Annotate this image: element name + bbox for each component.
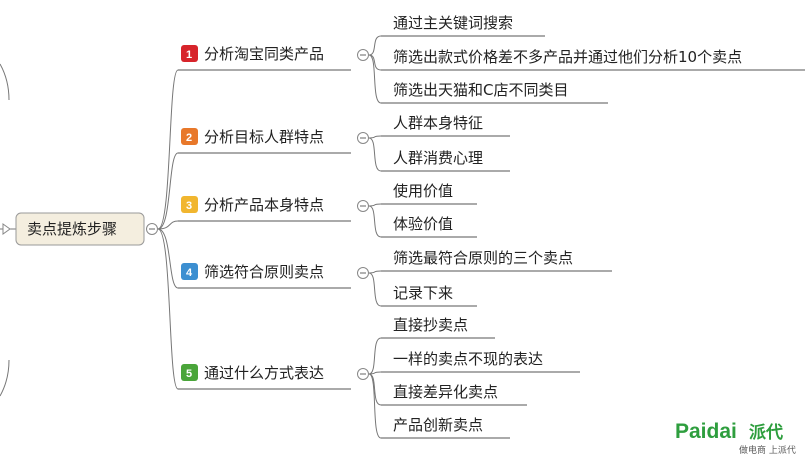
priority-badge-number: 2 <box>186 132 192 144</box>
priority-badge-icon: 2 <box>181 128 198 145</box>
child-node[interactable]: 人群消费心理 <box>393 149 483 167</box>
root-collapse-icon[interactable] <box>146 223 158 235</box>
priority-badge-icon: 3 <box>181 196 198 213</box>
priority-badge-number: 1 <box>186 49 192 61</box>
priority-badge-number: 5 <box>186 368 192 380</box>
branch-connectors <box>157 69 179 390</box>
offscreen-connector-bottom <box>0 359 10 397</box>
child-node[interactable]: 筛选出款式价格差不多产品并通过他们分析10个卖点 <box>393 48 742 66</box>
branch-node[interactable]: 2 分析目标人群特点 <box>178 128 369 154</box>
branch-collapse-icon[interactable] <box>357 368 369 380</box>
paidai-logo: Paidai 派代 做电商 上派代 <box>675 420 796 456</box>
child-node[interactable]: 直接差异化卖点 <box>393 383 498 401</box>
child-node[interactable]: 直接抄卖点 <box>393 316 468 334</box>
child-connector <box>368 373 382 439</box>
child-connector <box>368 54 382 71</box>
child-connector <box>368 35 382 56</box>
branch-collapse-icon[interactable] <box>357 132 369 144</box>
branch-node[interactable]: 3 分析产品本身特点 <box>178 196 369 222</box>
child-connector <box>368 270 382 274</box>
branch-connector <box>157 228 179 289</box>
branch-label: 分析淘宝同类产品 <box>204 45 324 63</box>
child-node[interactable]: 通过主关键词搜索 <box>393 14 513 32</box>
priority-badge-number: 4 <box>186 267 193 279</box>
branch-collapse-icon[interactable] <box>357 49 369 61</box>
child-node[interactable]: 筛选最符合原则的三个卖点 <box>393 249 573 267</box>
branch-node[interactable]: 5 通过什么方式表达 <box>178 364 369 390</box>
child-connector <box>368 272 382 307</box>
priority-badge-icon: 5 <box>181 364 198 381</box>
child-node[interactable]: 记录下来 <box>393 284 453 302</box>
child-node[interactable]: 人群本身特征 <box>393 114 483 132</box>
branch-node[interactable]: 1 分析淘宝同类产品 <box>178 45 369 71</box>
priority-badge-icon: 4 <box>181 263 198 280</box>
offscreen-connector-top <box>0 63 10 101</box>
branch-connector <box>157 220 179 230</box>
branch-label: 筛选符合原则卖点 <box>204 263 324 281</box>
root-arrow-icon <box>2 223 11 235</box>
root-node[interactable]: 卖点提炼步骤 <box>15 212 145 246</box>
branch-collapse-icon[interactable] <box>357 267 369 279</box>
child-connector <box>368 203 382 207</box>
branch-collapse-icon[interactable] <box>357 200 369 212</box>
child-node[interactable]: 一样的卖点不现的表达 <box>393 350 543 368</box>
branch-label: 分析产品本身特点 <box>204 196 324 214</box>
child-connector <box>368 373 382 406</box>
child-connector <box>368 337 382 375</box>
priority-badge-icon: 1 <box>181 45 198 62</box>
child-node[interactable]: 体验价值 <box>393 215 453 233</box>
branch-connector <box>157 152 179 230</box>
priority-badge-number: 3 <box>186 200 192 212</box>
logo-brand-text: Paidai <box>675 420 737 443</box>
child-connector <box>368 54 382 104</box>
child-node[interactable]: 使用价值 <box>393 182 453 200</box>
branches: 1 分析淘宝同类产品 通过主关键词搜索筛选出款式价格差不多产品并通过他们分析10个卖… <box>178 14 805 439</box>
branch-connector <box>157 228 179 390</box>
child-connector <box>368 137 382 172</box>
branch-label: 分析目标人群特点 <box>204 128 324 146</box>
child-connector <box>368 135 382 139</box>
logo-brand-cn-text: 派代 <box>749 422 783 443</box>
branch-node[interactable]: 4 筛选符合原则卖点 <box>178 263 369 289</box>
child-connector <box>368 371 382 375</box>
child-node[interactable]: 筛选出天猫和C店不同类目 <box>393 81 568 99</box>
branch-connector <box>157 69 179 230</box>
branch-label: 通过什么方式表达 <box>204 364 324 382</box>
child-node[interactable]: 产品创新卖点 <box>393 416 483 434</box>
root-label: 卖点提炼步骤 <box>27 220 117 238</box>
child-connector <box>368 205 382 238</box>
logo-tagline: 做电商 上派代 <box>739 444 796 456</box>
